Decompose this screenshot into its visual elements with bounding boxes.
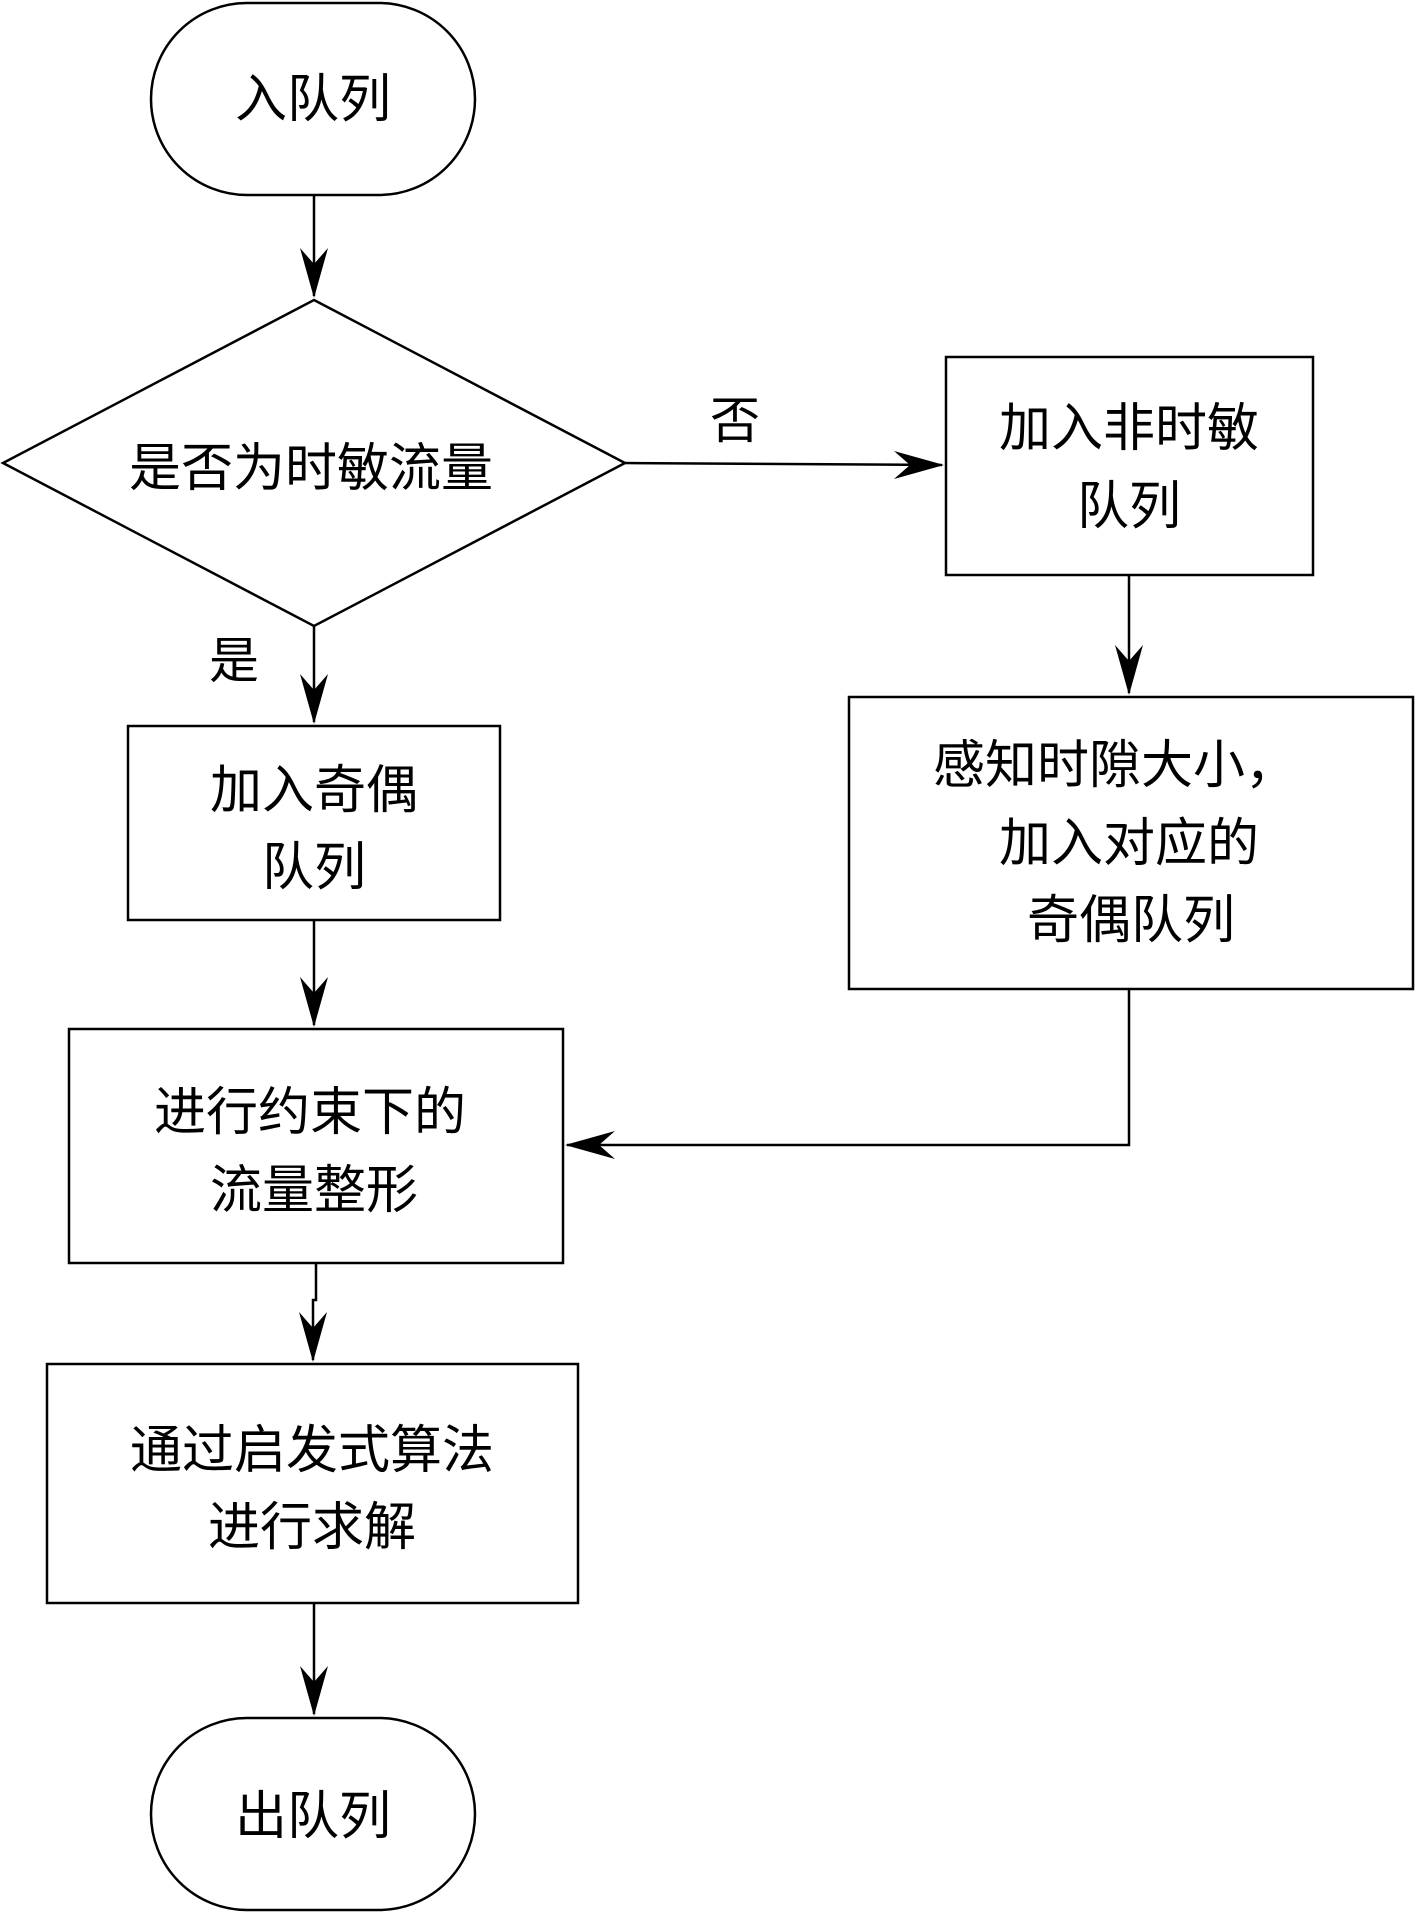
sense-slot-label-line1: 感知时隙大小，	[933, 736, 1297, 796]
edge-sense-to-shaping	[567, 989, 1131, 1147]
edge-decision-no	[624, 461, 943, 467]
traffic-shaping-box	[67, 1027, 565, 1265]
arrowhead-start-to-decision	[300, 248, 328, 298]
add-odd-even-label-line1: 加入奇偶	[210, 761, 418, 821]
end-label: 出队列	[235, 1787, 391, 1847]
start-label: 入队列	[235, 70, 391, 130]
arrowhead-decision-no	[894, 451, 944, 479]
sense-slot-label-line2: 加入对应的	[999, 814, 1259, 874]
shaping-label-line2: 流量整形	[210, 1161, 418, 1221]
heuristic-label-line2: 进行求解	[208, 1498, 416, 1558]
sense-slot-box	[847, 695, 1415, 991]
arrowhead-sense-to-shaping	[565, 1131, 615, 1159]
shaping-label-line1: 进行约束下的	[154, 1083, 466, 1143]
heuristic-solve-box	[45, 1362, 580, 1605]
arrowhead-heuristic-to-end	[300, 1666, 328, 1716]
add-odd-even-label-line2: 队列	[262, 838, 366, 898]
add-non-sensitive-label-line2: 队列	[1077, 477, 1181, 537]
add-non-sensitive-label-line1: 加入非时敏	[999, 399, 1259, 459]
arrowhead-oddeven-to-shaping	[300, 977, 328, 1027]
edge-label-no: 否	[710, 392, 760, 450]
decision-label: 是否为时敏流量	[129, 439, 493, 499]
add-non-sensitive-queue-box	[944, 355, 1315, 577]
edge-label-yes: 是	[209, 632, 259, 690]
arrowhead-nonsensitive-to-sense	[1115, 645, 1143, 695]
heuristic-label-line1: 通过启发式算法	[130, 1421, 494, 1481]
arrowhead-decision-yes	[300, 674, 328, 724]
add-odd-even-queue-box	[126, 724, 502, 922]
arrowhead-shaping-to-heuristic	[299, 1312, 327, 1362]
sense-slot-label-line3: 奇偶队列	[1027, 891, 1235, 951]
end-terminal	[149, 1716, 477, 1912]
